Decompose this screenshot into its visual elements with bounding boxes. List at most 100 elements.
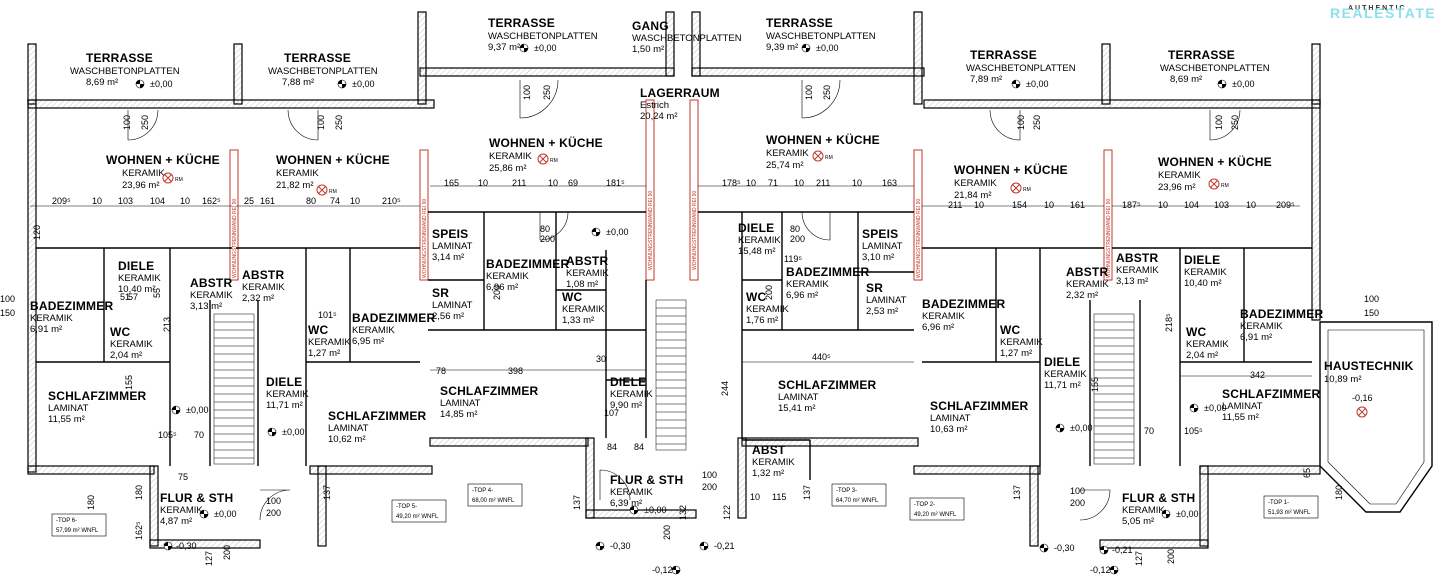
svg-text:440⁵: 440⁵ [812,352,831,362]
svg-text:80: 80 [306,196,316,206]
svg-text:178⁵: 178⁵ [722,178,741,188]
svg-text:-TOP 5-: -TOP 5- [396,504,417,510]
svg-text:10: 10 [1246,200,1256,210]
svg-text:RM: RM [175,177,183,183]
level-label: -0,21 [714,541,735,551]
room-area: 9,90 m² [610,400,642,411]
room-material: KERAMIK [766,148,809,159]
room-name: WC [746,290,767,304]
svg-text:165: 165 [444,178,459,188]
svg-text:132: 132 [678,505,688,520]
svg-text:200: 200 [266,508,281,518]
room-name: SCHLAFZIMMER [930,399,1029,413]
room-name: FLUR & STH [610,473,683,487]
svg-text:57,99 m² WNFL: 57,99 m² WNFL [56,528,99,534]
room-area: 2,32 m² [242,293,274,304]
room-area: 8,69 m² [1170,74,1202,85]
smoke-detector-icon: RM [812,150,833,162]
svg-text:10: 10 [852,178,862,188]
level-label: ±0,00 [606,227,628,237]
room-name: TERRASSE [284,51,351,65]
room-area: 1,08 m² [566,279,598,290]
svg-text:100: 100 [522,85,532,100]
smoke-detector-icon: RM [316,184,337,196]
svg-text:200: 200 [222,545,232,560]
svg-text:107: 107 [604,408,619,418]
separating-walls: WOHNUNGSTRENNWAND REI 90 WOHNUNGSTRENNWA… [229,99,1113,281]
room-area: 3,14 m² [432,252,464,263]
room-area: 2,56 m² [432,311,464,322]
level-label: -0,30 [610,541,631,551]
room-area: 21,82 m² [276,180,314,191]
svg-text:100: 100 [1214,115,1224,130]
room-area: 6,96 m² [786,290,818,301]
svg-text:250: 250 [140,115,150,130]
svg-text:213: 213 [162,317,172,332]
room-material: LAMINAT [930,413,971,424]
svg-text:10: 10 [1158,200,1168,210]
room-name: SCHLAFZIMMER [328,409,427,423]
room-area: 15,48 m² [738,246,776,257]
room-area: 2,04 m² [1186,350,1218,361]
room-area: 11,55 m² [48,414,85,425]
room-material: KERAMIK [266,389,309,400]
room-material: KERAMIK [1184,267,1227,278]
room-name: BADEZIMMER [30,299,113,313]
svg-text:200: 200 [540,234,555,244]
svg-text:10: 10 [92,196,102,206]
svg-text:10: 10 [974,200,984,210]
room-area: 25,74 m² [766,160,804,171]
room-name: WOHNEN + KÜCHE [1158,154,1272,169]
level-label: ±0,00 [1026,79,1048,89]
room-area: 10,40 m² [1184,278,1222,289]
svg-text:10: 10 [746,178,756,188]
room-name: DIELE [738,221,774,235]
room-name: SCHLAFZIMMER [1222,387,1321,401]
svg-text:10: 10 [478,178,488,188]
room-material: KERAMIK [922,311,965,322]
room-name: FLUR & STH [160,491,233,505]
interior-walls [36,211,1312,480]
level-label: ±0,00 [644,505,666,515]
room-name: BADEZIMMER [786,265,869,279]
room-material: LAMINAT [1222,401,1263,412]
svg-text:163: 163 [882,178,897,188]
room-material: KERAMIK [610,389,653,400]
separating-wall-label: WOHNUNGSTRENNWAND REI 90 [648,191,654,270]
level-label: ±0,00 [186,405,208,415]
room-area: 11,71 m² [266,400,303,411]
haustechnik-room [1319,321,1433,513]
room-name: WC [1186,325,1207,339]
stair-steps [214,307,1134,459]
svg-text:180: 180 [134,485,144,500]
top-box-3: -TOP 3-64,70 m² WNFL [831,483,887,507]
svg-text:69: 69 [568,178,578,188]
smoke-detector-icon: RM [1010,182,1031,194]
level-label: ±0,00 [1176,509,1198,519]
room-area: 1,50 m² [632,44,664,55]
room-name: WC [1000,323,1021,337]
svg-text:342: 342 [1250,370,1265,380]
smoke-detector-icon [1356,406,1368,418]
svg-text:10: 10 [794,178,804,188]
svg-text:78: 78 [436,366,446,376]
room-area: 7,89 m² [970,74,1002,85]
room-name: TERRASSE [86,51,153,65]
level-label: -0,12 [1090,565,1111,575]
svg-text:100: 100 [0,294,15,304]
room-name: SCHLAFZIMMER [440,384,539,398]
room-name: BADEZIMMER [486,257,569,271]
room-material: LAMINAT [440,398,481,409]
svg-text:100: 100 [266,496,281,506]
svg-text:119⁵: 119⁵ [784,254,802,264]
svg-text:155: 155 [124,375,134,390]
svg-text:244: 244 [720,381,730,396]
room-material: KERAMIK [738,235,781,246]
room-area: 1,76 m² [746,315,778,326]
room-name: FLUR & STH [1122,491,1195,505]
svg-text:180: 180 [86,495,96,510]
room-area: 6,39 m² [610,498,642,509]
room-material: KERAMIK [1122,505,1165,516]
separating-wall-label: WOHNUNGSTRENNWAND REI 90 [916,199,922,278]
level-label: ±0,00 [534,43,556,53]
